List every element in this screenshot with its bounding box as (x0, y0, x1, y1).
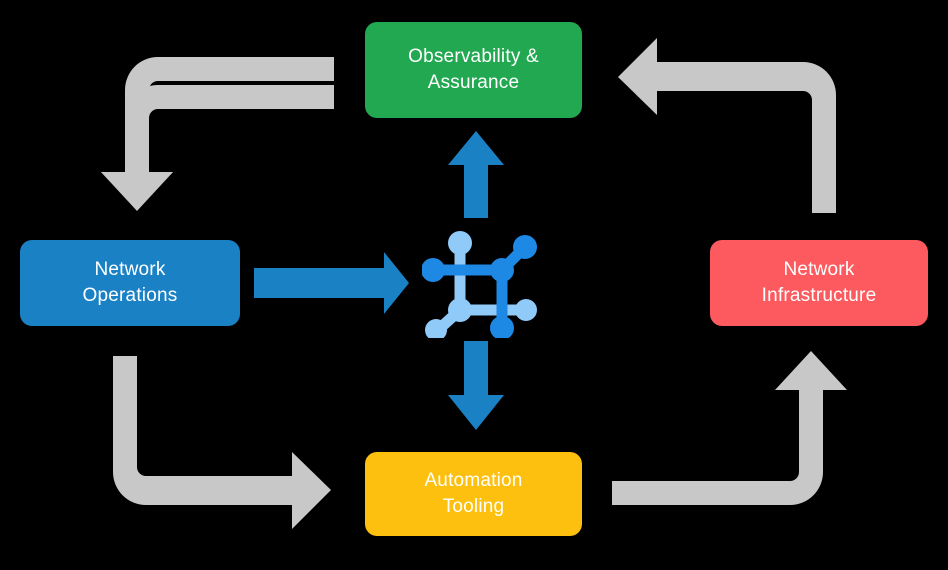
node-box-network-infrastructure[interactable]: Network Infrastructure (710, 240, 928, 326)
arrow-center-to-automation (448, 341, 504, 430)
node-label-automation-tooling: Automation Tooling (424, 469, 523, 517)
arrow-operations-to-automation (113, 356, 331, 529)
node-box-network-operations[interactable]: Network Operations (20, 240, 240, 326)
topology-light-nodes (425, 231, 537, 341)
node-box-automation-tooling[interactable]: Automation Tooling (365, 452, 582, 536)
node-label-observability: Observability & Assurance (408, 45, 539, 93)
node-label-network-infrastructure: Network Infrastructure (761, 258, 877, 306)
topology-node-bottom-left (425, 319, 447, 341)
topology-node-hub (490, 258, 514, 282)
network-topology-icon (421, 222, 538, 341)
arrow-center-to-observability (448, 131, 504, 218)
topology-node-bottom (490, 316, 514, 340)
topology-node-top-right (513, 235, 537, 259)
arrow-infrastructure-to-observability (618, 38, 836, 213)
node-box-observability[interactable]: Observability & Assurance (365, 22, 582, 118)
arrow-observability-to-operations (101, 57, 334, 210)
arrow-automation-to-infrastructure (612, 351, 847, 505)
topology-node-far-left (421, 258, 445, 282)
arrow-operations-to-center (254, 252, 409, 314)
topology-dark-nodes (421, 235, 537, 340)
node-label-network-operations: Network Operations (82, 258, 178, 306)
topology-node-right-mid (515, 299, 537, 321)
topology-node-top-left (448, 231, 472, 255)
arrow-observability-to-operations-body (101, 57, 334, 211)
network-topology-svg (421, 231, 537, 341)
topology-node-mid-left (448, 298, 472, 322)
